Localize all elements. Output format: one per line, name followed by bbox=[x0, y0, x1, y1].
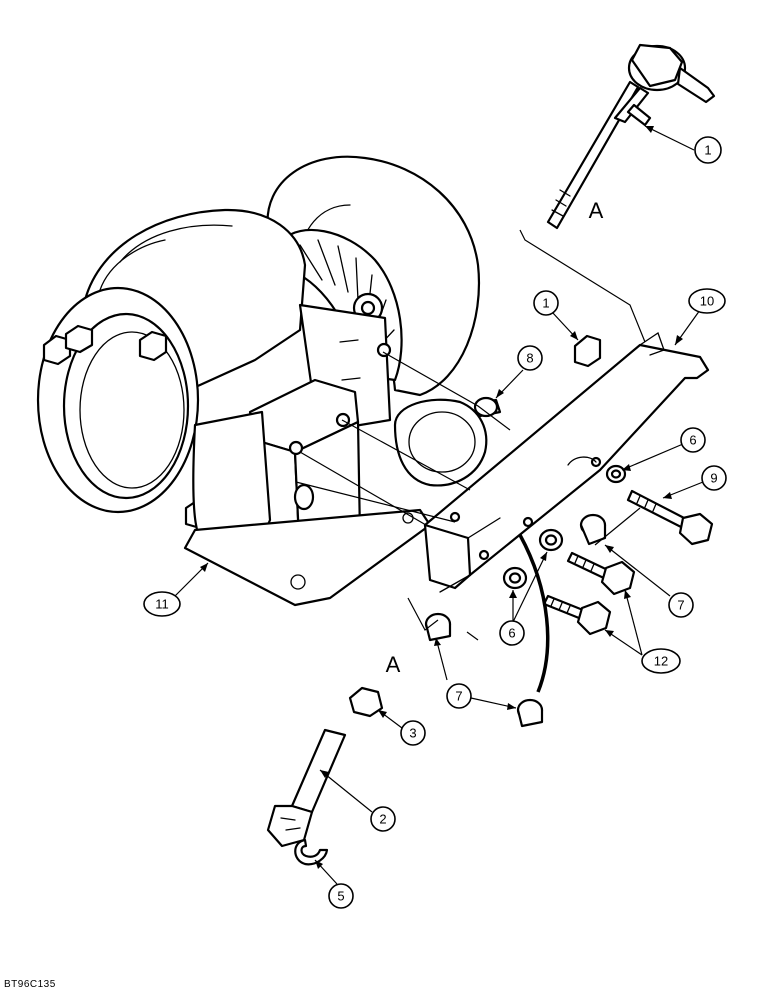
callout-7-right: 7 bbox=[604, 544, 694, 618]
rod-end-clevis bbox=[266, 728, 347, 848]
callout-3-label: 3 bbox=[409, 726, 416, 741]
assembly-lines bbox=[295, 229, 646, 641]
view-letter-upper: A bbox=[589, 198, 604, 223]
callout-1: 1 bbox=[644, 125, 722, 164]
callout-4-label: 1 bbox=[542, 296, 549, 311]
callout-7-right-label: 7 bbox=[677, 598, 684, 613]
callout-8-label: 8 bbox=[526, 351, 533, 366]
callout-5-label: 5 bbox=[337, 889, 344, 904]
spacer-7 bbox=[424, 513, 607, 728]
nut-3 bbox=[348, 686, 384, 718]
callout-7-left-label: 7 bbox=[455, 689, 462, 704]
curved-arrow bbox=[518, 534, 550, 693]
callout-12: 12 bbox=[604, 589, 681, 674]
callout-4: 1 bbox=[533, 290, 579, 341]
e-clip bbox=[294, 838, 329, 866]
callout-6-right-label: 6 bbox=[689, 433, 696, 448]
callout-9: 9 bbox=[662, 465, 727, 499]
turbocharger bbox=[36, 155, 488, 607]
callout-8: 8 bbox=[495, 345, 543, 399]
callout-12-label: 12 bbox=[654, 654, 668, 669]
bracket bbox=[423, 331, 710, 593]
callout-2: 2 bbox=[319, 769, 396, 832]
callout-11-label: 11 bbox=[155, 597, 169, 612]
callout-10-label: 10 bbox=[700, 294, 714, 309]
callout-11: 11 bbox=[143, 562, 209, 617]
wastegate-actuator bbox=[546, 43, 716, 230]
callout-1-label: 1 bbox=[704, 143, 711, 158]
spacer-8 bbox=[473, 396, 502, 418]
callout-5: 5 bbox=[314, 859, 354, 909]
callout-2-label: 2 bbox=[379, 812, 386, 827]
nut-4 bbox=[573, 334, 602, 368]
bolt-9 bbox=[626, 489, 714, 546]
callout-7-left: 7 bbox=[434, 637, 517, 710]
callout-3: 3 bbox=[377, 709, 426, 746]
view-letter-lower: A bbox=[386, 652, 401, 677]
callout-10: 10 bbox=[674, 288, 726, 346]
figure-code: BT96C135 bbox=[4, 979, 56, 990]
washer-6 bbox=[502, 464, 627, 590]
callout-6-right: 6 bbox=[621, 427, 706, 471]
callout-6-left: 6 bbox=[499, 551, 548, 646]
callout-9-label: 9 bbox=[710, 471, 717, 486]
bolt-12 bbox=[542, 551, 636, 636]
callout-6-left-label: 6 bbox=[508, 626, 515, 641]
